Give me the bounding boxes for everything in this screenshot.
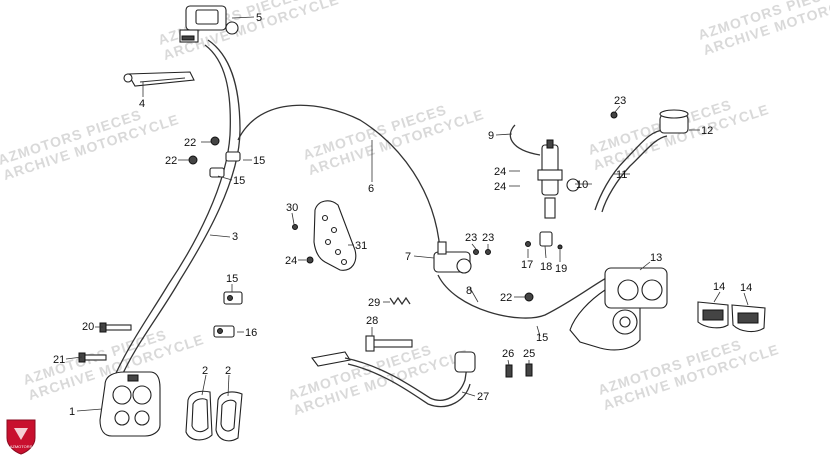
callout-15: 15	[233, 175, 245, 187]
callout-10: 10	[576, 179, 588, 191]
brand-logo-text: AZMOTORS	[10, 444, 33, 449]
callout-8: 8	[466, 285, 472, 297]
leader-lines	[65, 16, 749, 412]
small-bolts	[505, 363, 533, 378]
callout-15: 15	[226, 273, 238, 285]
reservoir-hose-11b	[601, 135, 668, 213]
front-brake-lever	[123, 71, 195, 87]
callout-24: 24	[494, 166, 506, 178]
hose-clips	[209, 151, 243, 338]
callout-labels: 1 2 2 3 4 5 6 7 8 9 10 11 12 13 14 14 15…	[53, 12, 752, 418]
callout-16: 16	[245, 327, 257, 339]
callout-27: 27	[477, 391, 489, 403]
callout-5: 5	[256, 12, 262, 24]
callout-14: 14	[713, 281, 725, 293]
rear-brake-pedal	[311, 351, 476, 408]
rear-brake-hose-8	[437, 274, 613, 319]
callout-14: 14	[740, 282, 752, 294]
watermark: AZMOTORS PIECES ARCHIVE MOTORCYCLE	[696, 0, 830, 58]
callout-23: 23	[465, 232, 477, 244]
callout-15: 15	[253, 155, 265, 167]
heat-shield-plate	[292, 200, 357, 271]
callout-18: 18	[540, 261, 552, 273]
front-brake-hose-3	[111, 44, 231, 383]
brake-cable-6	[237, 104, 441, 251]
rear-master-cylinder-assembly	[509, 124, 580, 219]
callout-22: 22	[184, 137, 196, 149]
brake-fluid-reservoir	[610, 109, 689, 134]
callout-22: 22	[165, 155, 177, 167]
brand-logo-emblem-icon	[14, 428, 28, 440]
callout-21: 21	[53, 354, 65, 366]
callout-22: 22	[500, 292, 512, 304]
callout-11: 11	[616, 169, 627, 181]
front-brake-caliper	[99, 371, 161, 437]
callout-1: 1	[69, 406, 75, 418]
watermark: AZMOTORS PIECES ARCHIVE MOTORCYCLE	[301, 101, 486, 178]
callout-2: 2	[202, 365, 208, 377]
front-brake-hose	[119, 39, 241, 381]
callout-6: 6	[368, 183, 374, 195]
small-fittings	[473, 231, 563, 255]
callout-26: 26	[502, 348, 514, 360]
callout-29: 29	[368, 297, 380, 309]
callout-23: 23	[482, 232, 494, 244]
callout-17: 17	[521, 259, 533, 271]
callout-31: 31	[355, 240, 367, 252]
hoses	[111, 39, 668, 383]
callout-4: 4	[139, 98, 145, 110]
front-brake-pads	[185, 390, 243, 442]
callout-3: 3	[232, 231, 238, 243]
callout-9: 9	[488, 130, 494, 142]
callout-15: 15	[536, 332, 548, 344]
reservoir-hose-11	[594, 129, 666, 211]
return-spring	[389, 296, 411, 306]
callout-20: 20	[82, 321, 94, 333]
callout-13: 13	[650, 252, 662, 264]
brand-logo: AZMOTORS	[6, 419, 36, 455]
pivot-rod	[365, 335, 413, 352]
front-master-cylinder	[179, 5, 239, 43]
callout-2: 2	[225, 365, 231, 377]
callout-23: 23	[614, 95, 626, 107]
callout-19: 19	[555, 263, 567, 275]
watermark: AZMOTORS PIECES ARCHIVE MOTORCYCLE	[0, 106, 181, 183]
callout-30: 30	[286, 202, 298, 214]
rear-brake-pads	[697, 301, 766, 333]
callout-25: 25	[523, 348, 535, 360]
callout-24: 24	[285, 255, 297, 267]
bolts	[78, 136, 534, 363]
rear-brake-caliper	[569, 267, 668, 351]
callout-12: 12	[701, 125, 713, 137]
callout-7: 7	[405, 251, 411, 263]
rear-master-cylinder	[433, 241, 472, 274]
callout-28: 28	[366, 315, 378, 327]
callout-24: 24	[494, 181, 506, 193]
